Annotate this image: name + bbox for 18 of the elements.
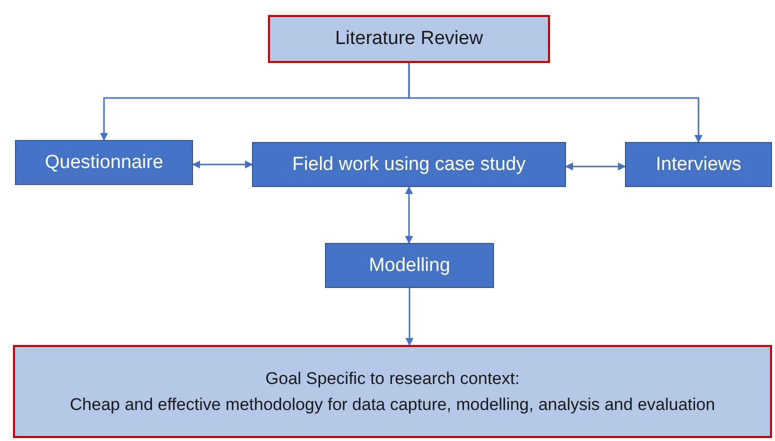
box-text: Interviews: [656, 152, 742, 176]
arrow: [405, 186, 413, 244]
box-text: Questionnaire: [44, 150, 164, 174]
process-box: [268, 15, 550, 63]
box-text: Modelling: [368, 254, 450, 278]
box-text: Literature Review: [335, 27, 483, 51]
process-box: [13, 345, 772, 438]
arrow: [406, 288, 414, 346]
process-box: [325, 243, 494, 288]
arrow: [192, 160, 253, 168]
process-box: [625, 142, 772, 187]
box-text: Goal Specific to research context:: [265, 368, 520, 390]
box-text: Field work using case study: [292, 152, 526, 176]
arrow: [565, 162, 626, 170]
box-text: Cheap and effective methodology for data capture, modelling, analysis and evaluation: [70, 394, 716, 416]
process-box: [15, 140, 193, 185]
arrow: [408, 63, 702, 143]
process-box: [252, 142, 566, 187]
